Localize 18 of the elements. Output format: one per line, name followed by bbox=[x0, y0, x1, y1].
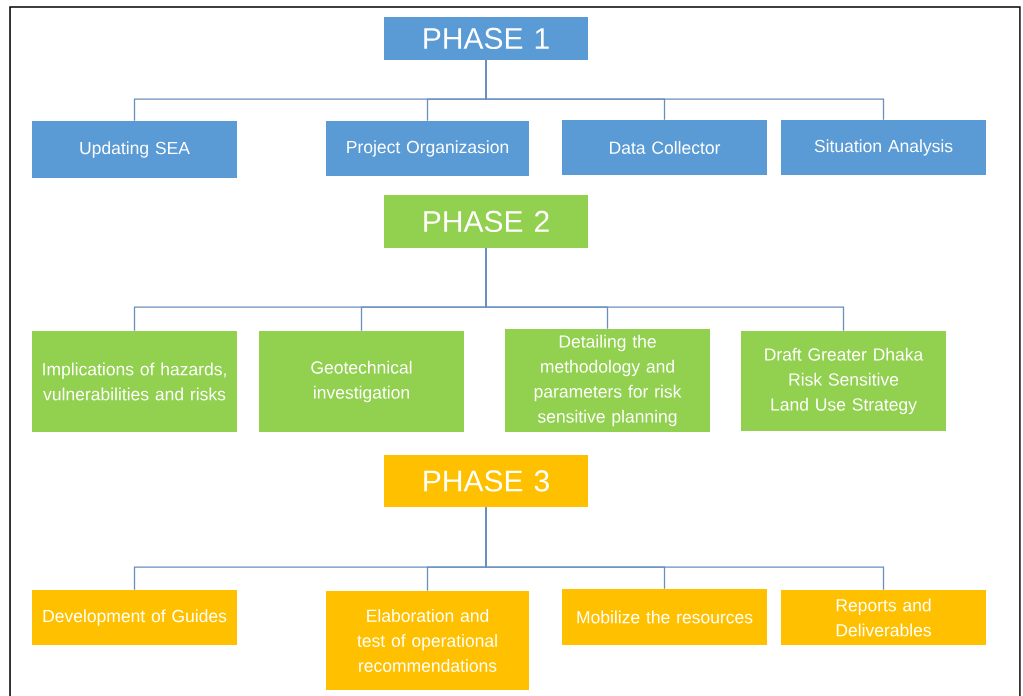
task-box: Situation Analysis bbox=[781, 120, 986, 175]
task-box: Geotechnical investigation bbox=[259, 331, 464, 432]
connector-line bbox=[485, 59, 885, 121]
task-box: Development of Guides bbox=[32, 590, 237, 645]
phase-box: PHASE 3 bbox=[384, 455, 588, 507]
task-box: Mobilize the resources bbox=[562, 589, 767, 645]
task-box: Draft Greater Dhaka Risk Sensitive Land Use Strategy bbox=[741, 331, 946, 431]
task-box: Project Organizasion bbox=[326, 121, 529, 176]
task-box: Detailing the methodology and parameters for risk sensitive planning bbox=[505, 329, 710, 432]
connector-line bbox=[485, 506, 885, 591]
phase-box: PHASE 1 bbox=[384, 17, 588, 60]
task-box: Data Collector bbox=[562, 120, 767, 175]
phase-box: PHASE 2 bbox=[384, 195, 588, 248]
task-box: Reports and Deliverables bbox=[781, 590, 986, 645]
task-box: Implications of hazards, vulnerabilities and risks bbox=[32, 331, 237, 432]
task-box: Updating SEA bbox=[32, 121, 237, 178]
task-box: Elaboration and test of operational recommendations bbox=[326, 591, 529, 690]
connector-line bbox=[485, 247, 845, 332]
